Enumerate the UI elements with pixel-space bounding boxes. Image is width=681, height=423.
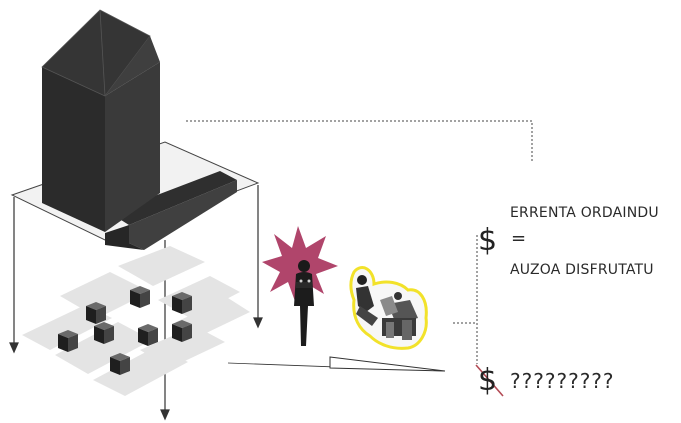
floor-plan [22, 246, 250, 396]
dollar-sign-bottom: $ [478, 366, 497, 396]
building-block [10, 10, 262, 419]
label-unknown: ????????? [510, 369, 615, 393]
dotted-connector-top [186, 121, 532, 163]
seated-people-group [351, 268, 426, 349]
dotted-bracket [453, 235, 477, 364]
security-guard-figure [262, 226, 338, 346]
dollar-sign-top: $ [478, 226, 497, 256]
label-errenta-ordaindu: ERRENTA ORDAINDU [510, 205, 659, 221]
equals-sign: = [511, 228, 526, 249]
label-auzoa-disfrutatu: AUZOA DISFRUTATU [510, 262, 654, 278]
wedge-arrow [228, 357, 445, 371]
